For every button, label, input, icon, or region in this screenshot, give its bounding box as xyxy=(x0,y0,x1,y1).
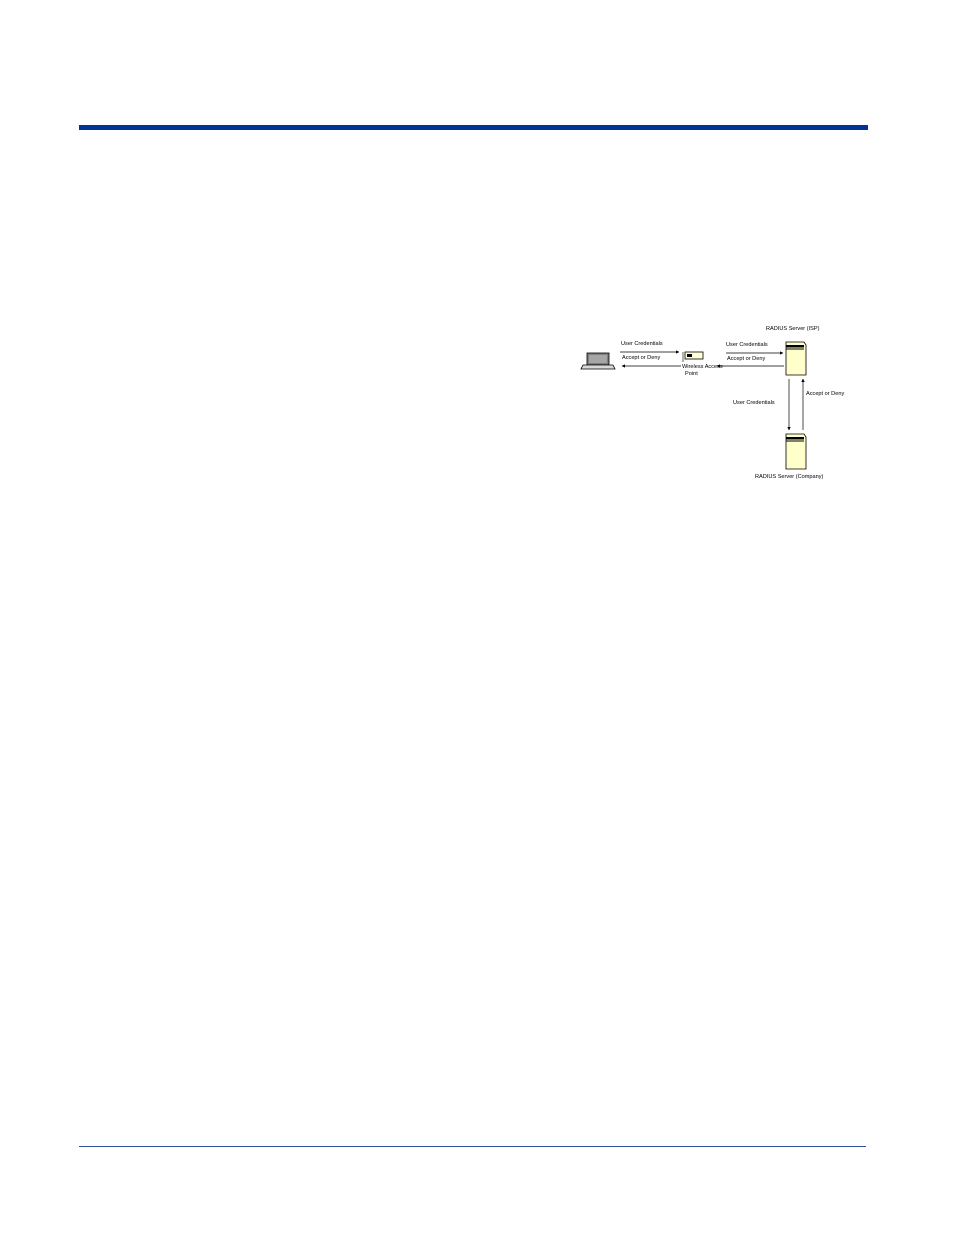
access-point-label-1: Wireless Access xyxy=(682,364,723,370)
radius-authentication-diagram: Wireless Access Point RADIUS Server (ISP… xyxy=(575,318,865,488)
footer-rule xyxy=(79,1146,866,1147)
access-point-label-2: Point xyxy=(685,371,698,377)
company-server-label: RADIUS Server (Company) xyxy=(755,474,824,480)
access-point-icon xyxy=(682,351,704,362)
label-isp-to-company: User Credentials xyxy=(733,400,775,406)
label-company-to-isp: Accept or Deny xyxy=(806,391,844,397)
isp-server-label: RADIUS Server (ISP) xyxy=(766,326,820,332)
laptop-icon xyxy=(580,352,616,370)
label-ap-to-client: Accept or Deny xyxy=(622,355,660,361)
label-client-to-ap: User Credentials xyxy=(621,341,663,347)
server-icon xyxy=(785,341,807,376)
server-icon xyxy=(785,433,807,470)
header-rule xyxy=(79,125,868,130)
label-isp-to-ap: Accept or Deny xyxy=(727,356,765,362)
label-ap-to-isp: User Credentials xyxy=(726,342,768,348)
